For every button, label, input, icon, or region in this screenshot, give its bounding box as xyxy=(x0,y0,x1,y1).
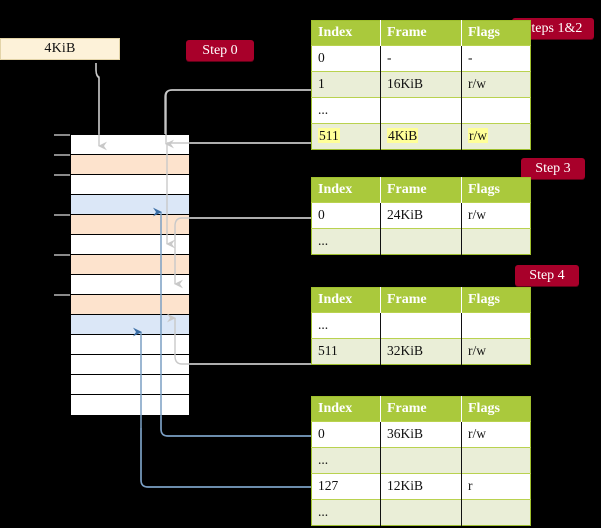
cell-index: 127 xyxy=(311,472,381,499)
column-header-flags: Flags xyxy=(461,287,531,312)
cell-frame: 24KiB xyxy=(380,201,462,228)
column-header-index: Index xyxy=(311,20,381,45)
table-row: ... xyxy=(311,227,531,254)
memory-row-10 xyxy=(71,335,189,355)
cell-flags: r/w xyxy=(461,122,531,149)
memory-row-12 xyxy=(71,375,189,395)
memory-row-1 xyxy=(71,155,189,175)
cell-frame xyxy=(380,498,462,525)
badge-label: Step 0 xyxy=(202,42,238,58)
column-header-frame: Frame xyxy=(380,396,462,421)
table-row: ... xyxy=(311,498,531,525)
memory-row-11 xyxy=(71,355,189,375)
badge-step-0: Step 0 xyxy=(186,40,254,61)
badge-step-4: Step 4 xyxy=(515,265,579,286)
memory-tick-4 xyxy=(54,214,70,216)
cell-frame: 12KiB xyxy=(380,472,462,499)
column-header-index: Index xyxy=(311,177,381,202)
cell-flags xyxy=(461,96,531,123)
badge-label: Steps 1&2 xyxy=(523,20,583,36)
cell-index: 511 xyxy=(311,337,381,364)
cell-flags xyxy=(461,227,531,254)
memory-row-9 xyxy=(71,315,189,335)
cell-flags xyxy=(461,498,531,525)
cell-index: 0 xyxy=(311,44,381,71)
column-header-index: Index xyxy=(311,396,381,421)
cell-flags xyxy=(461,311,531,338)
column-header-flags: Flags xyxy=(461,20,531,45)
cell-flags: r/w xyxy=(461,420,531,447)
cell-frame: 16KiB xyxy=(380,70,462,97)
source-frame-box: 4KiB xyxy=(0,38,120,60)
memory-row-5 xyxy=(71,235,189,255)
cell-flags: r/w xyxy=(461,201,531,228)
cell-flags: r/w xyxy=(461,337,531,364)
highlighted-value: r/w xyxy=(468,128,488,144)
column-header-flags: Flags xyxy=(461,396,531,421)
column-header-frame: Frame xyxy=(380,20,462,45)
cell-frame xyxy=(380,446,462,473)
cell-frame: 32KiB xyxy=(380,337,462,364)
table-row: ... xyxy=(311,446,531,473)
table-row: ... xyxy=(311,311,531,338)
cell-frame xyxy=(380,227,462,254)
badge-label: Step 4 xyxy=(529,267,565,283)
cell-index: ... xyxy=(311,227,381,254)
cell-index: 0 xyxy=(311,420,381,447)
cell-index: 1 xyxy=(311,70,381,97)
memory-row-7 xyxy=(71,275,189,295)
cell-index: ... xyxy=(311,498,381,525)
cell-frame: - xyxy=(380,44,462,71)
cell-frame xyxy=(380,311,462,338)
cell-frame: 4KiB xyxy=(380,122,462,149)
column-header-flags: Flags xyxy=(461,177,531,202)
cell-index: ... xyxy=(311,311,381,338)
source-frame-label: 4KiB xyxy=(44,41,76,56)
memory-tick-0 xyxy=(54,134,70,136)
highlighted-value: 511 xyxy=(318,128,340,144)
memory-row-8 xyxy=(71,295,189,315)
cell-index: 0 xyxy=(311,201,381,228)
memory-tick-1 xyxy=(54,154,70,156)
column-header-frame: Frame xyxy=(380,177,462,202)
column-header-frame: Frame xyxy=(380,287,462,312)
physical-memory-column xyxy=(70,134,190,416)
cell-flags: - xyxy=(461,44,531,71)
cell-flags xyxy=(461,446,531,473)
badge-steps-1-2: Steps 1&2 xyxy=(512,18,594,39)
memory-row-2 xyxy=(71,175,189,195)
badge-label: Step 3 xyxy=(535,160,571,176)
memory-row-3 xyxy=(71,195,189,215)
cell-flags: r xyxy=(461,472,531,499)
table-row: ... xyxy=(311,96,531,123)
cell-index: ... xyxy=(311,96,381,123)
memory-row-6 xyxy=(71,255,189,275)
cell-index: ... xyxy=(311,446,381,473)
memory-tick-8 xyxy=(54,294,70,296)
cell-frame xyxy=(380,96,462,123)
cell-flags: r/w xyxy=(461,70,531,97)
memory-row-0 xyxy=(71,135,189,155)
cell-frame: 36KiB xyxy=(380,420,462,447)
memory-row-4 xyxy=(71,215,189,235)
table-row: 0-- xyxy=(311,44,531,71)
column-header-index: Index xyxy=(311,287,381,312)
memory-tick-6 xyxy=(54,254,70,256)
cell-index: 511 xyxy=(311,122,381,149)
badge-step-3: Step 3 xyxy=(521,158,585,179)
highlighted-value: 4KiB xyxy=(387,128,419,144)
memory-row-13 xyxy=(71,395,189,415)
table-row: 511 4KiB r/w xyxy=(311,122,531,149)
memory-tick-2 xyxy=(54,174,70,176)
